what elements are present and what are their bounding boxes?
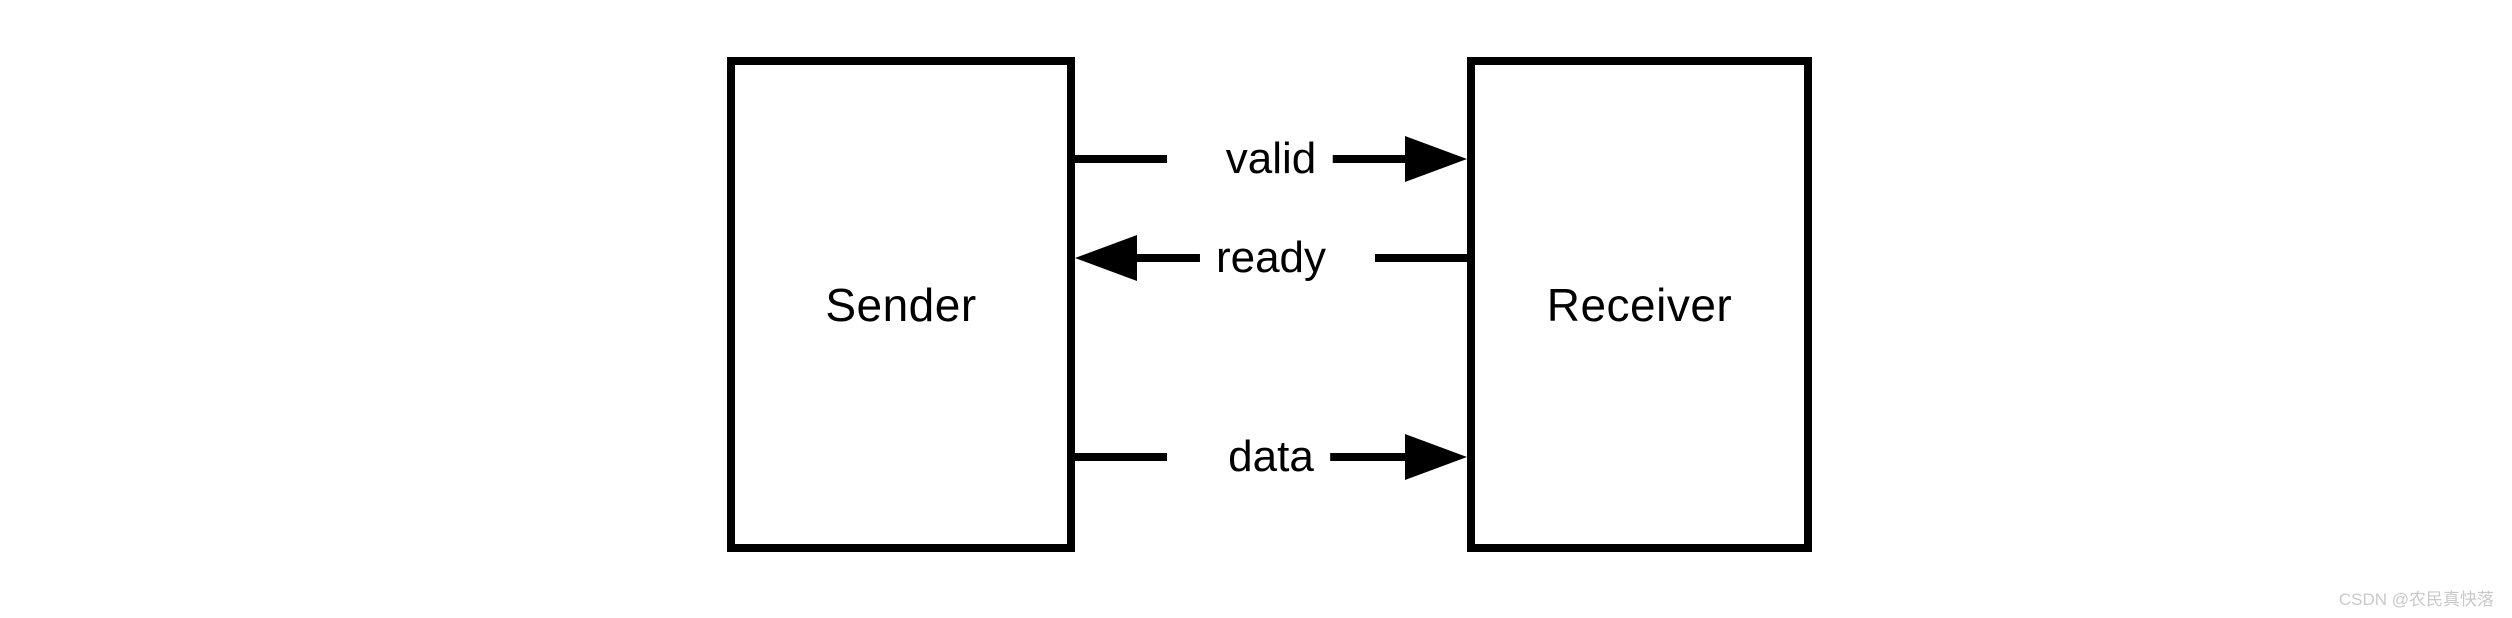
signal-ready-wire-left [1135,254,1223,262]
signal-data-wire-left [1075,453,1167,461]
signal-valid-label: valid [1209,131,1333,187]
block-receiver-label: Receiver [1546,278,1733,331]
signal-data-label: data [1212,429,1330,485]
signal-data-wire-right [1319,453,1407,461]
block-sender-label: Sender [825,278,977,331]
arrow-right-icon [1405,136,1467,182]
csdn-watermark: CSDN @农民真快落 [2338,590,2494,609]
signal-valid-wire-left [1075,155,1167,163]
block-receiver: Receiver [1467,57,1812,552]
arrow-left-icon [1075,235,1137,281]
arrow-right-icon [1405,434,1467,480]
signal-ready-label: ready [1199,230,1343,286]
signal-valid-wire-right [1319,155,1407,163]
signal-ready-wire-right [1375,254,1467,262]
block-sender: Sender [727,57,1075,552]
